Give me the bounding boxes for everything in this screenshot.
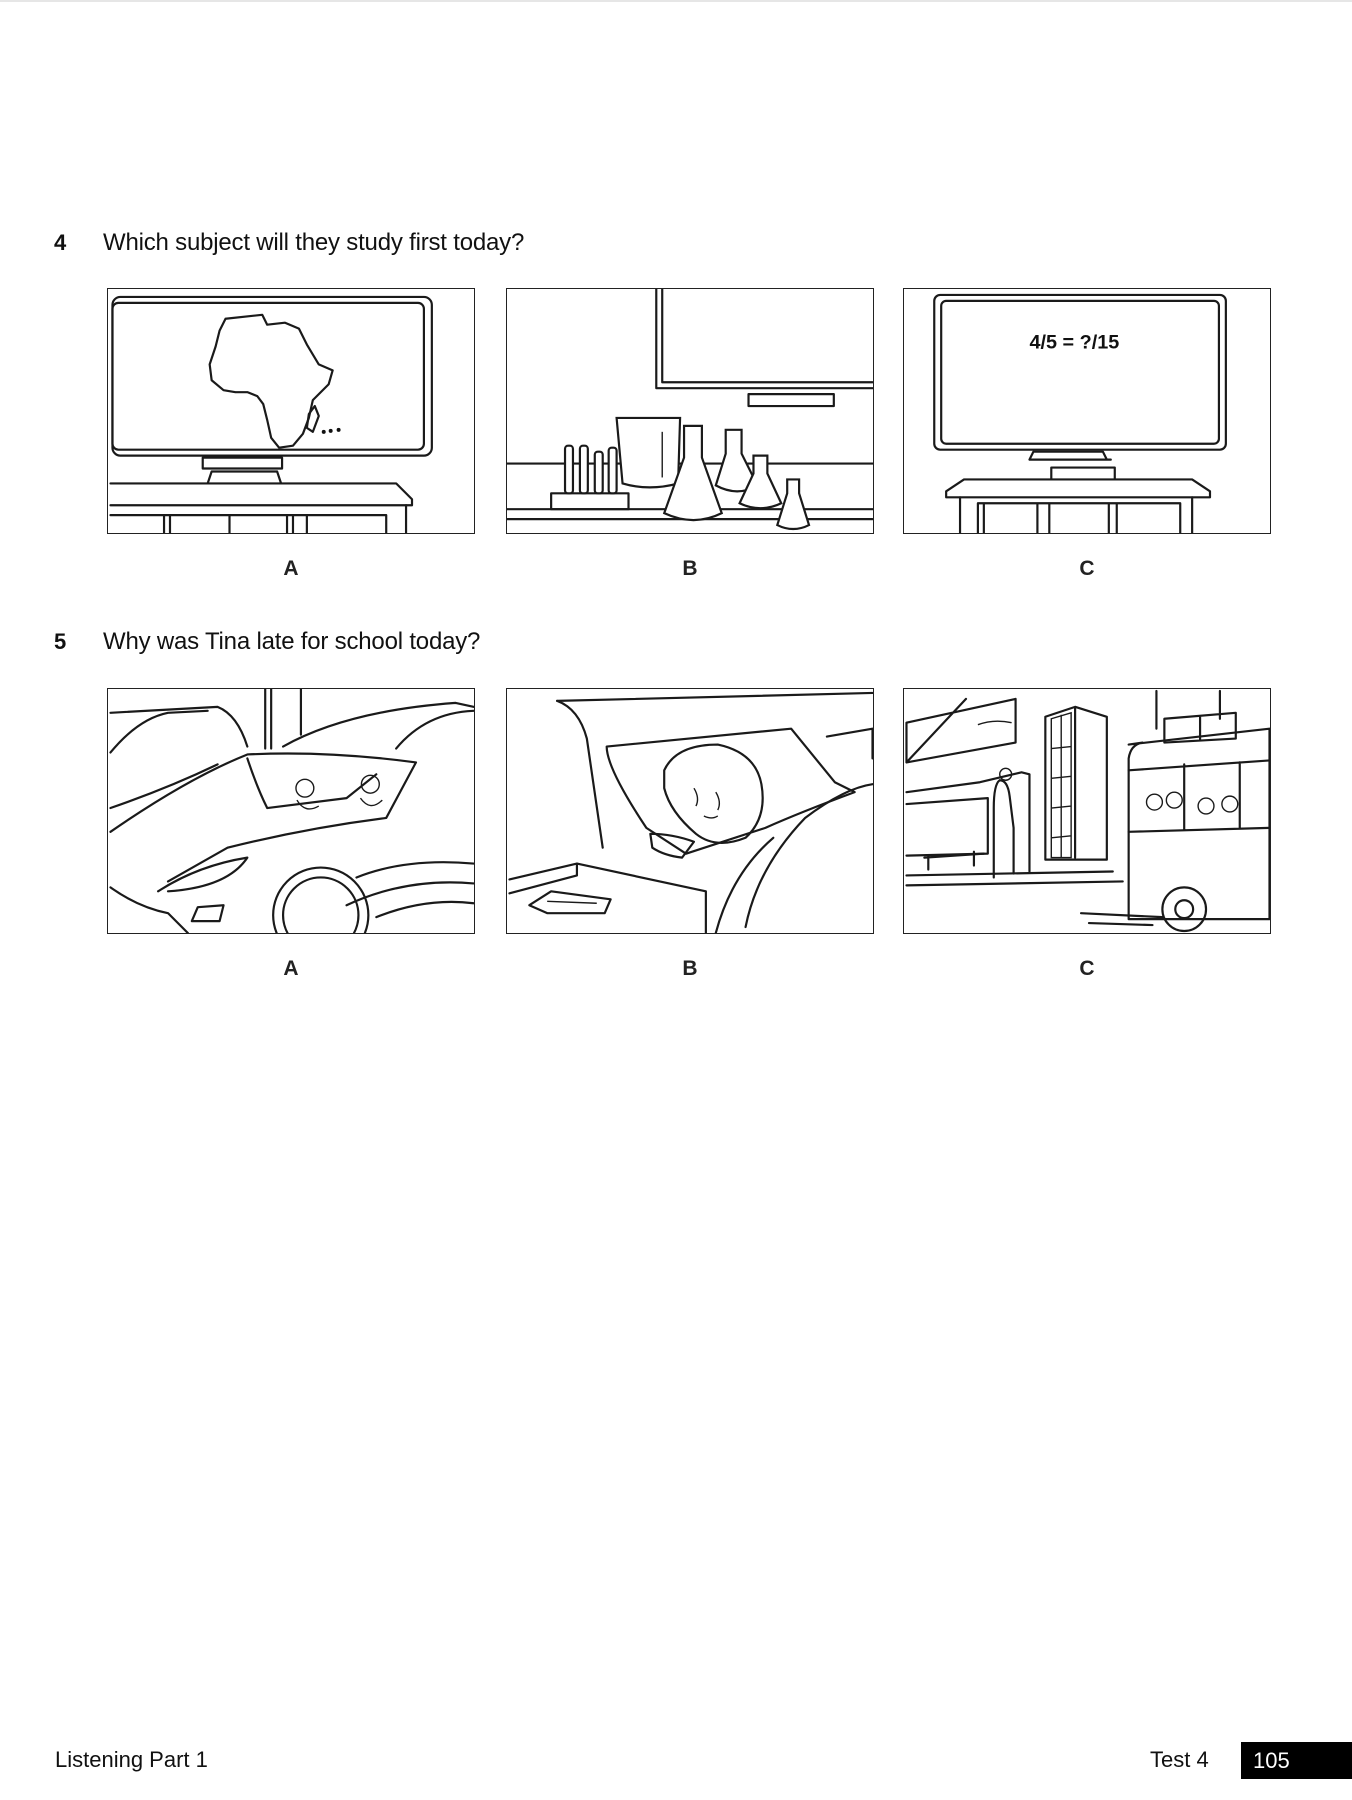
option-label-b: B	[682, 557, 698, 580]
car-icon	[109, 689, 474, 933]
screen-equation: 4/5 = ?/15	[1029, 332, 1119, 354]
option-label-b: B	[682, 957, 698, 980]
option-label-a: A	[283, 957, 299, 980]
question-5-option-a-picture	[107, 688, 475, 934]
page-number: 105	[1241, 1742, 1352, 1779]
question-5-option-c-picture	[903, 688, 1271, 934]
question-5-option-b-picture	[506, 688, 874, 934]
map-of-africa-icon	[109, 295, 433, 533]
sleeping-icon	[508, 691, 873, 933]
question-number: 4	[54, 230, 67, 255]
section-title: Listening Part 1	[55, 1747, 208, 1772]
question-text: Which subject will they study first toda…	[103, 229, 525, 256]
question-4-option-a-picture	[107, 288, 475, 534]
test-label: Test 4	[1150, 1747, 1209, 1772]
option-label-a: A	[283, 557, 299, 580]
option-label-c: C	[1079, 957, 1095, 980]
question-4-option-b-picture	[506, 288, 874, 534]
bus-icon	[905, 689, 1270, 933]
lab-equipment-icon	[507, 289, 873, 531]
question-4-option-c-picture: 4/5 = ?/15	[903, 288, 1271, 534]
option-label-c: C	[1079, 557, 1095, 580]
scan-edge	[0, 0, 1352, 2]
question-number: 5	[54, 629, 67, 654]
maths-equation-icon: 4/5 = ?/15	[933, 293, 1227, 533]
question-text: Why was Tina late for school today?	[103, 628, 481, 655]
